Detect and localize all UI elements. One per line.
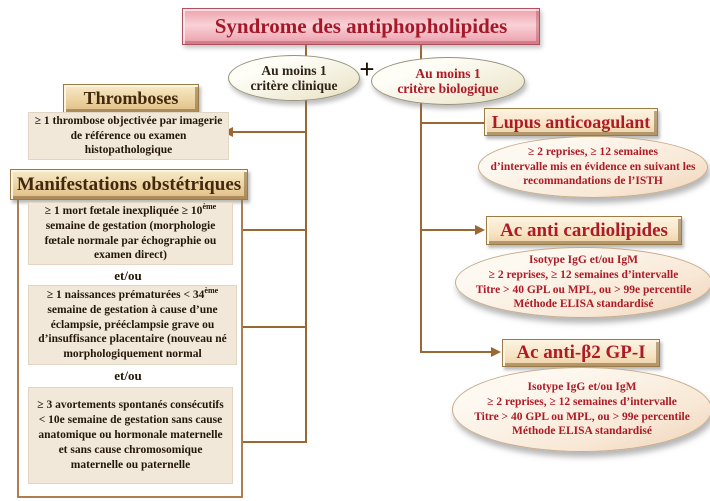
cardiolipides-criteria-line1: Isotype IgG et/ou IgM <box>529 253 638 266</box>
connector-to-obstetric-1 <box>241 229 306 231</box>
page-title-label: Syndrome des antiphopholipides <box>214 14 508 38</box>
arrowhead-right-icon <box>475 225 485 235</box>
b2gp1-header-label: Ac anti-β2 GP-I <box>516 342 646 363</box>
et-ou-label-2: et/ou <box>114 368 142 383</box>
lupus-header: Lupus anticoagulant <box>484 108 658 136</box>
cardiolipides-criteria-line3: Titre > 40 GPL ou MPL, ou > 99e percenti… <box>475 283 692 296</box>
superscript: ème <box>202 201 217 211</box>
biological-criterion-ellipse: Au moins 1 critère biologique <box>371 57 525 105</box>
plus-sign: + <box>359 54 375 84</box>
clinical-criterion-ellipse: Au moins 1 critère clinique <box>228 55 360 101</box>
lupus-criteria-ellipse: ≥ 2 reprises, ≥ 12 semaines d’intervalle… <box>478 136 708 198</box>
obstetric-criteria-2-text: ≥ 1 naissances prématurées < 34ème semai… <box>38 285 227 361</box>
lupus-criteria-line3: recommandations de l’ISTH <box>523 175 663 188</box>
biological-criterion-line2: critère biologique <box>397 81 499 96</box>
connector-clinical-trunk <box>305 97 307 443</box>
connector-to-obstetric-2 <box>241 326 306 328</box>
clinical-criterion-line2: critère clinique <box>250 78 338 93</box>
page-title: Syndrome des antiphopholipides <box>182 8 540 45</box>
et-ou-label-1: et/ou <box>114 268 142 283</box>
cardiolipides-criteria-line4: Méthode ELISA standardisé <box>513 298 654 311</box>
thromboses-header: Thromboses <box>63 84 199 113</box>
arrowhead-right-icon <box>491 347 501 357</box>
cardiolipides-header: Ac anti cardiolipides <box>486 216 682 245</box>
b2gp1-criteria-line3: Titre > 40 GPL ou MPL, ou > 99e percenti… <box>474 410 690 423</box>
lupus-header-label: Lupus anticoagulant <box>491 111 651 132</box>
cardiolipides-criteria-line2: ≥ 2 reprises, ≥ 12 semaines d’intervalle <box>488 268 679 281</box>
thromboses-criteria-box: ≥ 1 thrombose objectivée par imagerie de… <box>28 112 229 160</box>
obstetric-criteria-1-text: ≥ 1 mort fœtale inexpliquée ≥ 10ème sema… <box>44 201 217 262</box>
connector-to-obstetric-3 <box>241 441 306 443</box>
connector-to-lupus <box>420 122 486 124</box>
cardiolipides-criteria-ellipse: Isotype IgG et/ou IgM ≥ 2 reprises, ≥ 12… <box>455 247 710 318</box>
connector-title-to-biological <box>420 43 422 59</box>
obstetric-header: Manifestations obstétriques <box>10 169 248 200</box>
obstetric-criteria-box-2: ≥ 1 naissances prématurées < 34ème semai… <box>28 285 237 365</box>
thromboses-header-label: Thromboses <box>83 88 179 108</box>
obstetric-criteria-box-1: ≥ 1 mort fœtale inexpliquée ≥ 10ème sema… <box>28 202 233 265</box>
b2gp1-header: Ac anti-β2 GP-I <box>502 339 660 367</box>
connector-biological-trunk <box>420 102 422 353</box>
clinical-criterion-line1: Au moins 1 <box>261 62 327 78</box>
obstetric-criteria-3-text: ≥ 3 avortements spontanés consécutifs < … <box>37 399 224 471</box>
connector-to-cardiolipides <box>420 229 476 231</box>
obstetric-header-label: Manifestations obstétriques <box>16 173 242 195</box>
b2gp1-criteria-line2: ≥ 2 reprises, ≥ 12 semaines d’intervalle <box>487 395 677 408</box>
lupus-criteria-line2: d’intervalle mis en évidence en suivant … <box>490 160 696 173</box>
thromboses-criteria-text: ≥ 1 thrombose objectivée par imagerie de… <box>34 114 223 157</box>
lupus-criteria-line1: ≥ 2 reprises, ≥ 12 semaines <box>528 145 658 158</box>
b2gp1-criteria-line4: Méthode ELISA standardisé <box>512 425 652 438</box>
cardiolipides-header-label: Ac anti cardiolipides <box>500 219 668 241</box>
biological-criterion-line1: Au moins 1 <box>415 65 481 81</box>
superscript: ème <box>204 285 219 295</box>
connector-title-to-clinical <box>305 43 307 57</box>
connector-to-b2gp1 <box>420 351 492 353</box>
b2gp1-criteria-line1: Isotype IgG et/ou IgM <box>527 380 637 393</box>
obstetric-criteria-box-3: ≥ 3 avortements spontanés consécutifs < … <box>28 387 233 484</box>
b2gp1-criteria-ellipse: Isotype IgG et/ou IgM ≥ 2 reprises, ≥ 12… <box>452 367 710 452</box>
connector-to-thromboses <box>232 131 306 133</box>
